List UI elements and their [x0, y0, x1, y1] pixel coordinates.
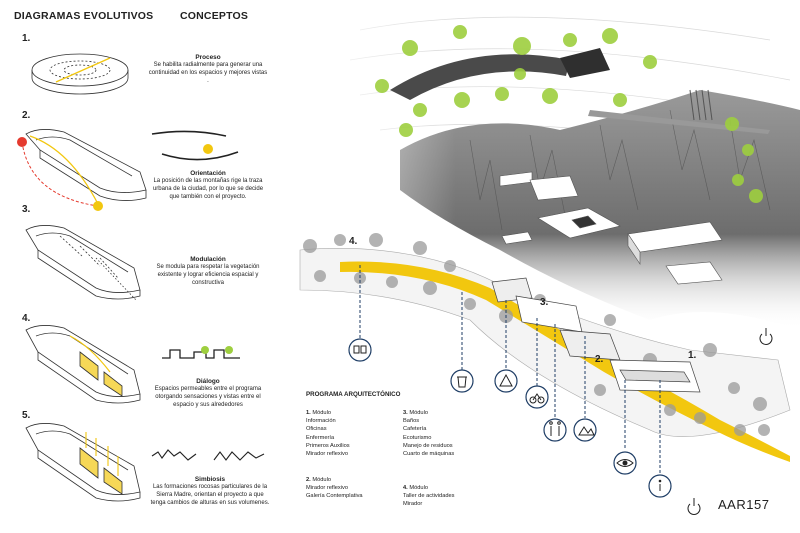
- module-1-item: Oficinas: [306, 426, 327, 433]
- concept-2-body-3: que también con el proyecto.: [169, 194, 247, 200]
- binoculars-icon: [348, 338, 372, 362]
- bicycle-icon: [525, 385, 549, 409]
- step-3-number: 3.: [22, 204, 31, 215]
- concept-2-sun: [161, 144, 239, 161]
- concept-1-body-3: .: [207, 78, 209, 84]
- module-3-item: Cuarto de máquinas: [403, 451, 455, 458]
- module-marker-4: 4.: [349, 236, 358, 247]
- module-1-num: 1.: [306, 410, 311, 416]
- module-4-num: 4.: [403, 485, 408, 491]
- module-4-label: Módulo: [409, 485, 428, 491]
- tent-icon: [494, 369, 518, 393]
- yellow-walkway: [340, 261, 790, 462]
- diagram-3-modulation: [25, 225, 141, 301]
- step-1-number: 1.: [22, 33, 31, 44]
- module-3-list: 3. Módulo Baños Cafetería Ecoturismo Man…: [403, 409, 498, 458]
- module-1-item: Enfermería: [306, 434, 335, 441]
- concept-5-body-1: Las formaciones rocosas particulares de …: [152, 484, 268, 490]
- trash-icon: [450, 369, 474, 393]
- concept-4-title: Diálogo: [196, 378, 220, 385]
- concept-1-body-2: continuidad en los espacios y mejores vi…: [148, 70, 268, 76]
- site-axonometric: [270, 0, 800, 533]
- concept-3-title: Modulación: [190, 256, 226, 263]
- concepts-header: CONCEPTOS: [180, 10, 249, 22]
- concept-1-title: Proceso: [195, 54, 221, 61]
- module-marker-1: 1.: [688, 350, 697, 361]
- module-3-label: Módulo: [409, 410, 428, 416]
- module-2-list: 2. Módulo Mirador reflexivo Galería Cont…: [306, 476, 401, 501]
- module-1-label: Módulo: [312, 410, 331, 416]
- concept-3-body-1: Se modula para respetar la vegetación: [156, 264, 260, 270]
- module-4-item: Taller de actividades: [403, 493, 455, 500]
- concept-4-body-2: otorgando sensaciones y vistas entre el: [155, 394, 261, 400]
- concept-5-rocks: [151, 449, 265, 461]
- evolutive-diagrams: [17, 53, 265, 502]
- power-icon: [759, 328, 773, 345]
- module-2-label: Módulo: [312, 477, 331, 483]
- floating-volumes: [499, 171, 723, 285]
- diagram-4-dialogue: [25, 325, 141, 404]
- module-1-item: Información: [306, 418, 336, 425]
- access-road: [390, 48, 770, 134]
- restroom-icon: [543, 418, 567, 442]
- building-modules: [491, 277, 701, 393]
- module-marker-3: 3.: [540, 297, 549, 308]
- module-3-item: Cafetería: [403, 426, 427, 433]
- module-marker-2: 2.: [595, 354, 604, 365]
- concept-4-skyline: [162, 346, 240, 359]
- concept-1-body-1: Se habilita radialmente para generar una: [153, 62, 263, 68]
- step-4-number: 4.: [22, 313, 31, 324]
- module-1-list: 1. Módulo Información Oficinas Enfermerí…: [306, 409, 401, 458]
- concept-2-body-2: urbana de la ciudad, por lo que se decid…: [152, 186, 264, 192]
- diagram-1-disc: [31, 53, 129, 95]
- project-code: AAR157: [718, 497, 770, 512]
- module-1-item: Mirador reflexivo: [306, 451, 349, 458]
- module-2-num: 2.: [306, 477, 311, 483]
- module-3-item: Baños: [403, 418, 420, 425]
- concept-5-body-2: Sierra Madre, orientan el proyecto a que: [156, 492, 264, 498]
- module-4-item: Mirador: [403, 501, 423, 508]
- concept-4-body-1: Espacios permeables entre el programa: [154, 386, 262, 392]
- module-3-num: 3.: [403, 410, 408, 416]
- landscape-icon: [573, 418, 597, 442]
- trees-lower: [303, 233, 770, 436]
- diagram-2-orientation: [17, 129, 147, 211]
- module-2-item: Galería Contemplativa: [306, 493, 363, 500]
- concept-2-title: Orientación: [190, 170, 226, 177]
- module-4-list: 4. Módulo Taller de actividades Mirador: [403, 484, 498, 509]
- power-icon: [687, 498, 701, 515]
- diagram-5-symbiosis: [25, 423, 141, 502]
- concept-2-body-1: La posición de las montañas rige la traz…: [153, 178, 263, 184]
- module-3-item: Manejo de residuos: [403, 442, 453, 449]
- module-1-item: Primeros Auxilios: [306, 442, 350, 449]
- concept-4-body-3: espacio y sus alrededores: [173, 402, 243, 408]
- diagrams-header: DIAGRAMAS EVOLUTIVOS: [14, 10, 154, 22]
- concept-5-title: Simbiosis: [194, 476, 226, 483]
- module-3-item: Ecoturismo: [403, 434, 432, 441]
- concept-5-body-3: tenga cambios de alturas en sus volumene…: [150, 500, 270, 506]
- step-5-number: 5.: [22, 410, 31, 421]
- module-2-item: Mirador reflexivo: [306, 485, 349, 492]
- concept-1-line: [151, 130, 227, 137]
- trees-upper: [375, 25, 763, 203]
- programa-title: PROGRAMA ARQUITECTÓNICO: [306, 391, 401, 398]
- concept-3-body-3: constructiva: [191, 280, 224, 286]
- concept-3-body-2: existente y lograr eficiencia espacial y: [157, 272, 259, 278]
- step-2-number: 2.: [22, 110, 31, 121]
